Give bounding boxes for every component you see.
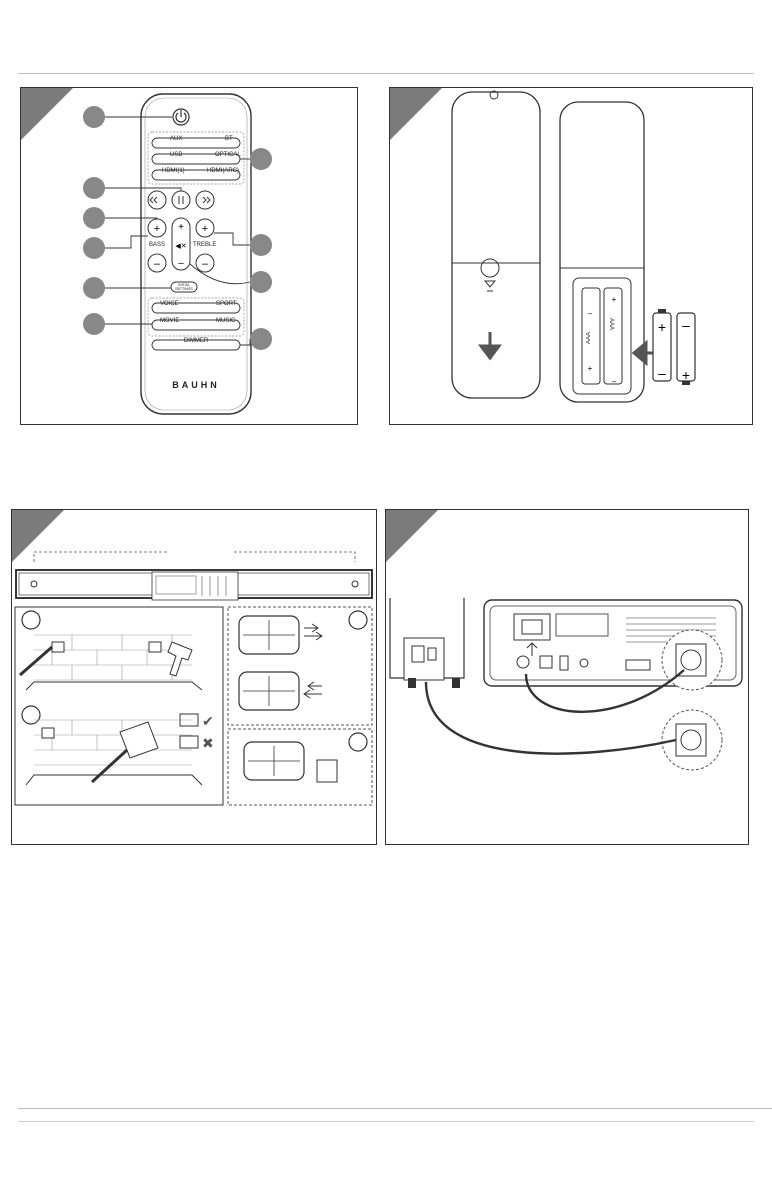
remote-illustration: + – + – + ◀✕ – [21,88,357,424]
svg-text:+: + [682,367,690,383]
battery-label-left: AAA [586,332,592,344]
connection-illustration [386,510,748,844]
treble-label: TREBLE [193,242,216,248]
top-rule [18,73,754,74]
svg-text:◀✕: ◀✕ [175,243,186,250]
bottom-rule [18,1108,772,1109]
mode-voice: VOICE [160,301,179,307]
mode-music: MUSIC [216,318,235,324]
initial-settings-label: INITIAL SETTINGS [172,283,196,291]
svg-text:+: + [588,364,593,373]
dimmer-label: DIMMER [152,338,240,344]
source-bt: BT [225,136,233,142]
source-aux: AUX [170,136,182,142]
connection-panel [385,509,749,845]
wall-mount-panel: ✔ ✖ [11,509,377,845]
svg-text:–: – [178,258,184,269]
svg-text:–: – [682,317,690,333]
source-optical: OPTICAL [215,152,241,158]
battery-label-right: AAA [608,318,614,330]
svg-text:+: + [612,295,617,304]
bass-label: BASS [149,242,165,248]
source-hdmi1: HDMI(1) [162,168,185,174]
wall-mount-illustration: ✔ ✖ [12,510,376,844]
mode-movie: MOVIE [160,318,179,324]
battery-panel: – + + – + – – + AAA AAA [389,87,753,425]
battery-illustration: – + + – + – – + [390,88,752,424]
svg-text:+: + [658,319,666,335]
mode-sport: SPORT [216,301,237,307]
svg-text:–: – [588,309,593,318]
source-hdmi-arc: HDMI(ARC) [207,168,239,174]
svg-text:–: – [658,365,666,381]
bottom-rule-2 [18,1121,754,1122]
svg-text:✖: ✖ [202,735,214,751]
svg-text:✔: ✔ [202,713,214,729]
svg-text:–: – [202,258,209,270]
svg-text:+: + [178,222,184,233]
svg-text:+: + [154,223,160,235]
remote-brand-logo: BAUHN [141,380,251,390]
svg-text:–: – [154,258,161,270]
svg-text:–: – [612,377,617,386]
remote-panel: + – + – + ◀✕ – [20,87,358,425]
svg-text:+: + [202,223,208,235]
source-usb: USB [170,152,182,158]
